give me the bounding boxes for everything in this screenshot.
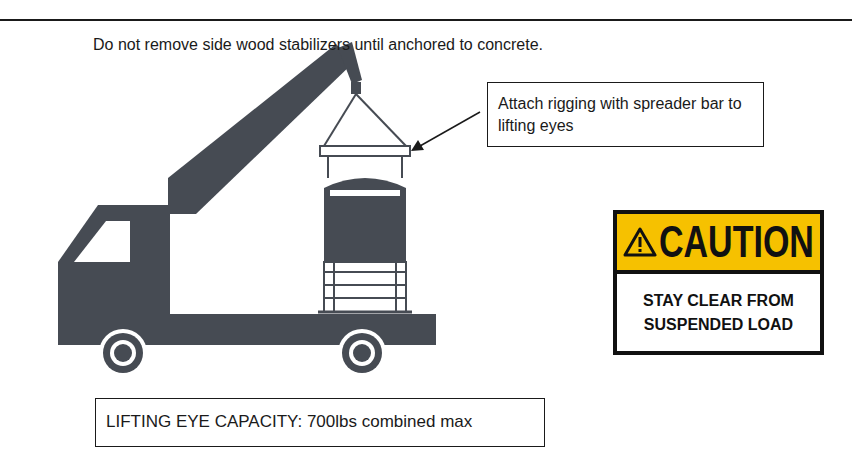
caution-word: CAUTION [659,217,814,267]
top-rule [0,19,852,21]
caution-sign: CAUTION STAY CLEAR FROM SUSPENDED LOAD [613,210,824,355]
caution-header: CAUTION [617,214,820,274]
suspended-load [318,94,412,312]
crane-truck [58,42,436,377]
callout-box: Attach rigging with spreader bar to lift… [487,82,764,147]
capacity-box: LIFTING EYE CAPACITY: 700lbs combined ma… [95,398,545,447]
note-text: Do not remove side wood stabilizers unti… [93,36,543,54]
cab-window [74,221,130,262]
wood-stabilizer [318,311,412,314]
callout-text: Attach rigging with spreader bar to lift… [498,93,753,136]
caution-message: STAY CLEAR FROM SUSPENDED LOAD [617,274,820,351]
truck-cab [58,205,170,345]
leader-arrow [411,112,480,151]
hook-block [351,82,361,94]
warning-triangle [623,226,657,258]
flatbed [168,314,436,345]
cabinet-base [324,262,406,312]
cabinet-body [324,178,406,262]
capacity-text: LIFTING EYE CAPACITY: 700lbs combined ma… [106,411,534,434]
spreader-bar [320,146,410,156]
